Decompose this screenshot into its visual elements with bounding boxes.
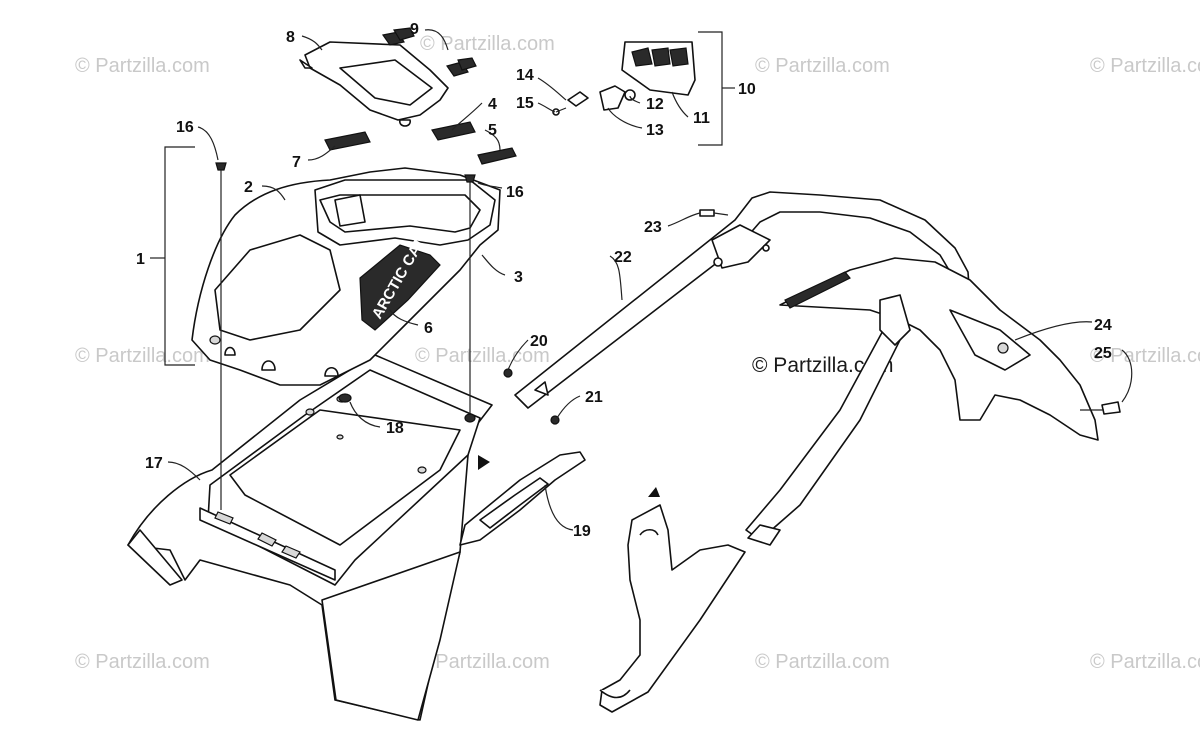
watermark-center: © Partzilla.com <box>752 354 894 377</box>
watermark: © Partzilla.com <box>75 651 210 673</box>
mount-part-19 <box>459 451 746 713</box>
callout-21: 21 <box>585 389 603 406</box>
arrow-marker <box>648 487 660 497</box>
rear-cowl-part-2: ARCTIC CAT <box>191 167 501 386</box>
watermarks: © Partzilla.com © Partzilla.com © Partzi… <box>75 33 1200 673</box>
bracket-part-9 <box>381 27 477 77</box>
callout-13: 13 <box>646 122 664 139</box>
fastener-part-16 <box>215 162 476 510</box>
watermark: © Partzilla.com <box>1090 651 1200 673</box>
callout-15: 15 <box>516 95 534 112</box>
callout-16-right: 16 <box>506 184 524 201</box>
callout-23: 23 <box>644 219 662 236</box>
watermark: © Partzilla.com <box>1090 345 1200 367</box>
callout-20: 20 <box>530 333 548 350</box>
callout-6: 6 <box>424 320 433 337</box>
callout-11: 11 <box>693 110 710 127</box>
callout-3: 3 <box>514 269 523 286</box>
watermark: © Partzilla.com <box>755 651 890 673</box>
callout-19: 19 <box>573 523 591 540</box>
callout-10: 10 <box>738 81 756 98</box>
snowflap-part-24 <box>779 257 1121 441</box>
callout-22: 22 <box>614 249 632 266</box>
watermark: © Partzilla.com <box>415 651 550 673</box>
watermark: © Partzilla.com <box>1090 55 1200 77</box>
callout-4: 4 <box>488 96 497 113</box>
callout-labels: 1 2 3 4 5 6 7 8 9 10 11 12 13 14 15 16 1… <box>136 21 1112 540</box>
leader-lines <box>150 29 1133 531</box>
watermark: © Partzilla.com <box>420 33 555 55</box>
callout-1: 1 <box>136 251 145 268</box>
callout-8: 8 <box>286 29 295 46</box>
bumper-part-22 <box>503 191 971 546</box>
callout-16-top: 16 <box>176 119 194 136</box>
callout-5: 5 <box>488 122 497 139</box>
callout-7: 7 <box>292 154 301 171</box>
watermark: © Partzilla.com <box>75 345 210 367</box>
taillight-part-10 <box>552 41 696 116</box>
callout-25: 25 <box>1094 345 1112 362</box>
callout-24: 24 <box>1094 317 1112 334</box>
rack-plate-part-8 <box>299 41 449 127</box>
spacer-part-18 <box>338 393 476 423</box>
callout-18: 18 <box>386 420 404 437</box>
callout-12: 12 <box>646 96 664 113</box>
callout-2: 2 <box>244 179 253 196</box>
watermark: © Partzilla.com <box>75 55 210 77</box>
callout-14: 14 <box>516 67 534 84</box>
watermark: © Partzilla.com <box>755 55 890 77</box>
rear-tray-part-17 <box>127 354 493 721</box>
callout-17: 17 <box>145 455 163 472</box>
decals <box>324 121 517 165</box>
arrow-marker <box>478 455 490 470</box>
watermark: © Partzilla.com <box>415 345 550 367</box>
callout-9: 9 <box>410 21 419 38</box>
